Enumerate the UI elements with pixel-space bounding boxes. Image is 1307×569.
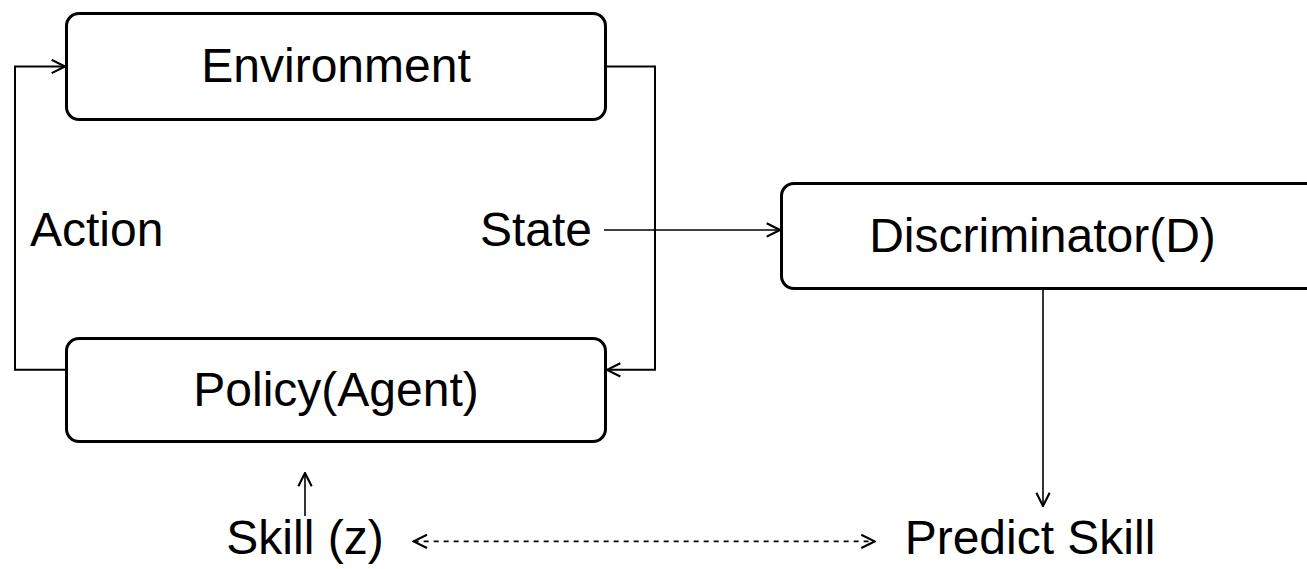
state-arrow: [604, 229, 780, 231]
box-label: Environment: [201, 40, 470, 93]
edge-label: Action: [30, 204, 163, 257]
box-label: Discriminator(D): [869, 210, 1216, 263]
process-box: Policy(Agent): [65, 337, 607, 443]
flow-arrow: [607, 67, 655, 370]
edge-label: State: [480, 204, 592, 257]
skill-label: Skill (z): [226, 512, 383, 565]
box-label: Policy(Agent): [193, 364, 478, 417]
match-arrow: [414, 541, 875, 543]
process-box: Environment: [65, 12, 607, 121]
process-box: Discriminator(D): [780, 182, 1307, 290]
prediction-arrow: [1042, 290, 1044, 506]
prediction-label: Predict Skill: [905, 512, 1156, 565]
skill-input-arrow: [304, 473, 306, 516]
